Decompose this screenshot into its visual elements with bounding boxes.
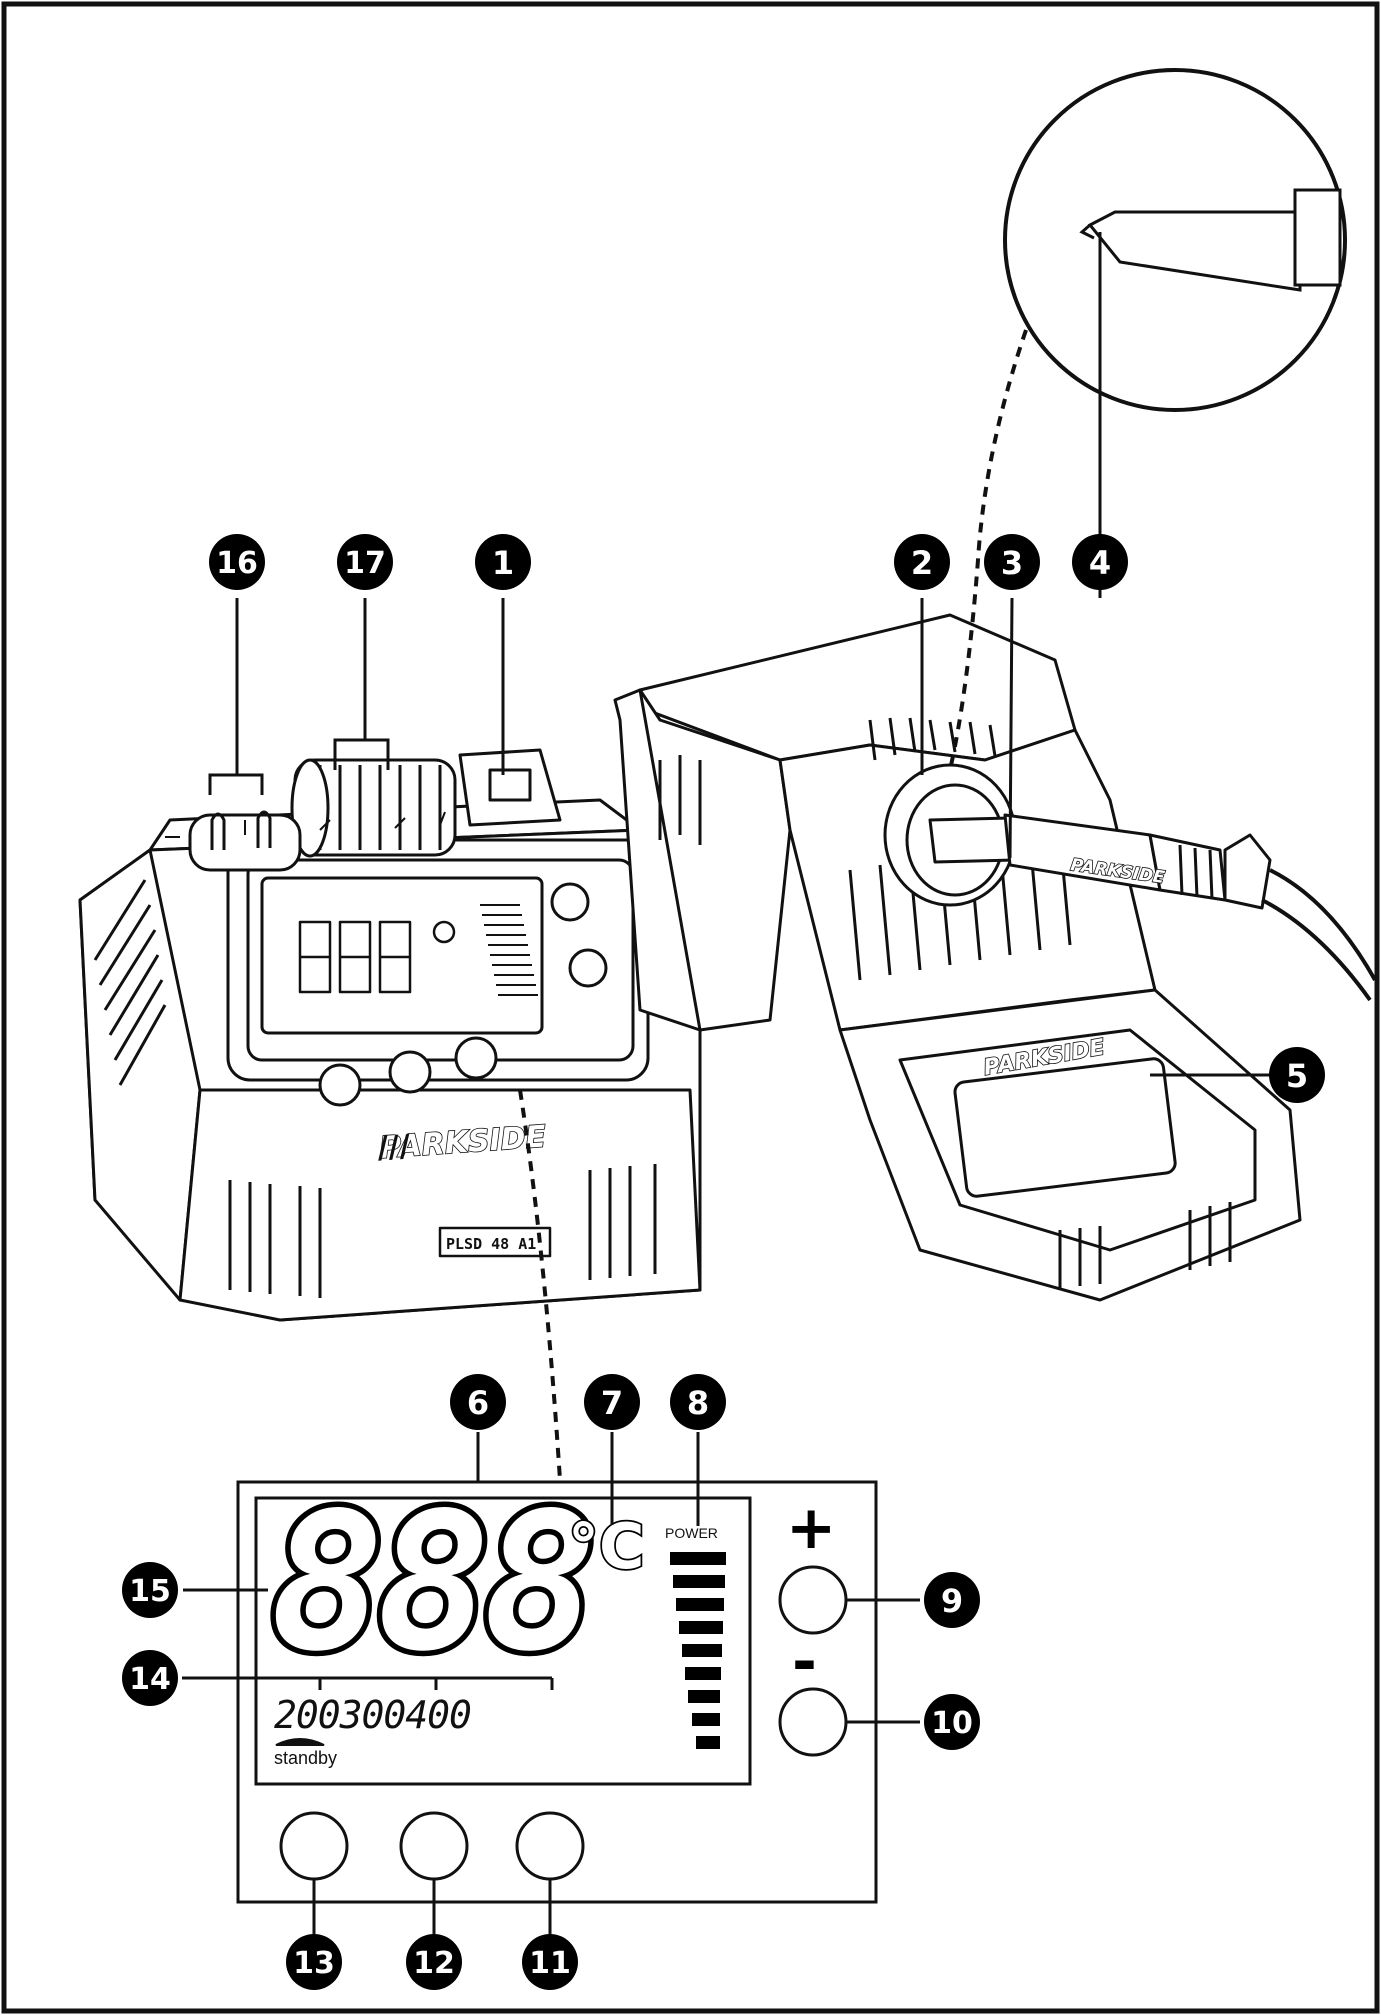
standby-marker [275, 1738, 325, 1746]
callout-9-label: 9 [941, 1582, 963, 1620]
lcd-power-bars [670, 1552, 726, 1749]
plus-sign: + [786, 1493, 836, 1563]
callout-7-label: 7 [601, 1384, 623, 1422]
soldering-iron [928, 813, 1377, 1002]
callout-3-badge [984, 534, 1040, 590]
callout-14-badge [122, 1650, 178, 1706]
callout-3-label: 3 [1001, 544, 1023, 582]
minus-button[interactable] [778, 1687, 848, 1757]
callout-6-badge [450, 1374, 506, 1430]
tip-detail [1003, 68, 1347, 412]
callout-17-label: 17 [344, 546, 386, 581]
callout-4-label: 4 [1089, 544, 1111, 582]
lcd-preset-scale [182, 1676, 554, 1690]
callout-12-label: 12 [413, 1946, 455, 1981]
station-brand-slashes: /// [376, 1129, 411, 1166]
callout-17-badge [337, 534, 393, 590]
callout-9-badge [924, 1572, 980, 1628]
plus-button[interactable] [778, 1565, 848, 1635]
lcd-unit-celsius: °C [568, 1510, 645, 1583]
callout-8-badge [670, 1374, 726, 1430]
preset-button-13[interactable] [279, 1811, 349, 1881]
station-lcd-digits [298, 920, 412, 994]
callout-12-badge [406, 1934, 462, 1990]
callout-badges: 16 17 1 2 3 4 5 6 7 8 9 10 11 12 13 14 1 [122, 534, 1325, 1990]
callout-14-label: 14 [129, 1662, 171, 1697]
station-model-label: PLSD 48 A1 [446, 1235, 536, 1253]
soldering-station [78, 748, 702, 1322]
callout-5-badge [1269, 1047, 1325, 1103]
lcd-temperature-digits: 888 [270, 1472, 589, 1693]
callout-15-label: 15 [129, 1574, 171, 1609]
dashed-leaders [518, 329, 1028, 1481]
callout-4-badge [1072, 534, 1128, 590]
callout-2-label: 2 [911, 544, 933, 582]
callout-11-label: 11 [529, 1946, 571, 1981]
callout-16-badge [209, 534, 265, 590]
callout-1-badge [475, 534, 531, 590]
callout-2-badge [894, 534, 950, 590]
lcd-power-label: POWER [665, 1525, 718, 1541]
callout-11-badge [522, 1934, 578, 1990]
lcd-preset-values: 200300400 [274, 1693, 471, 1737]
callout-13-badge [286, 1934, 342, 1990]
callout-5-label: 5 [1286, 1057, 1308, 1095]
preset-button-12[interactable] [399, 1811, 469, 1881]
callout-13-label: 13 [293, 1946, 335, 1981]
callout-1-label: 1 [492, 544, 514, 582]
callout-7-badge [584, 1374, 640, 1430]
callout-10-label: 10 [931, 1706, 973, 1741]
callout-16-label: 16 [216, 546, 258, 581]
preset-button-11[interactable] [515, 1811, 585, 1881]
callout-15-badge [122, 1562, 178, 1618]
callout-6-label: 6 [467, 1384, 489, 1422]
iron-holder [613, 613, 1302, 1302]
callout-8-label: 8 [687, 1384, 709, 1422]
lcd-standby-label: standby [274, 1748, 337, 1768]
station-power-bars [480, 904, 538, 996]
minus-sign: - [792, 1627, 817, 1697]
callout-10-badge [924, 1694, 980, 1750]
